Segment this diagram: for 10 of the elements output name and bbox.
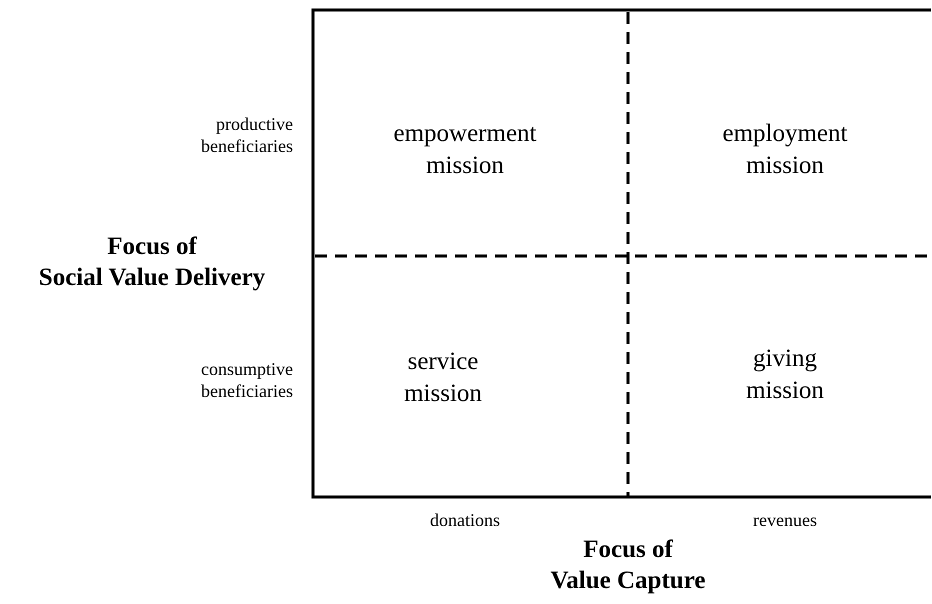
quadrant-label: service mission (383, 346, 503, 410)
quadrant-label: employment mission (705, 118, 865, 182)
axis-tick-label: donations (429, 508, 501, 531)
axis-title: Focus of Social Value Delivery (38, 232, 266, 293)
quadrant-label: empowerment mission (385, 118, 545, 182)
quadrant-label: giving mission (725, 342, 845, 408)
axis-title: Focus of Value Capture (550, 534, 706, 596)
axis-tick-label: consumptive beneficiaries (200, 358, 293, 402)
axis-tick-label: revenues (752, 508, 818, 531)
axis-tick-label: productive beneficiaries (200, 112, 293, 158)
